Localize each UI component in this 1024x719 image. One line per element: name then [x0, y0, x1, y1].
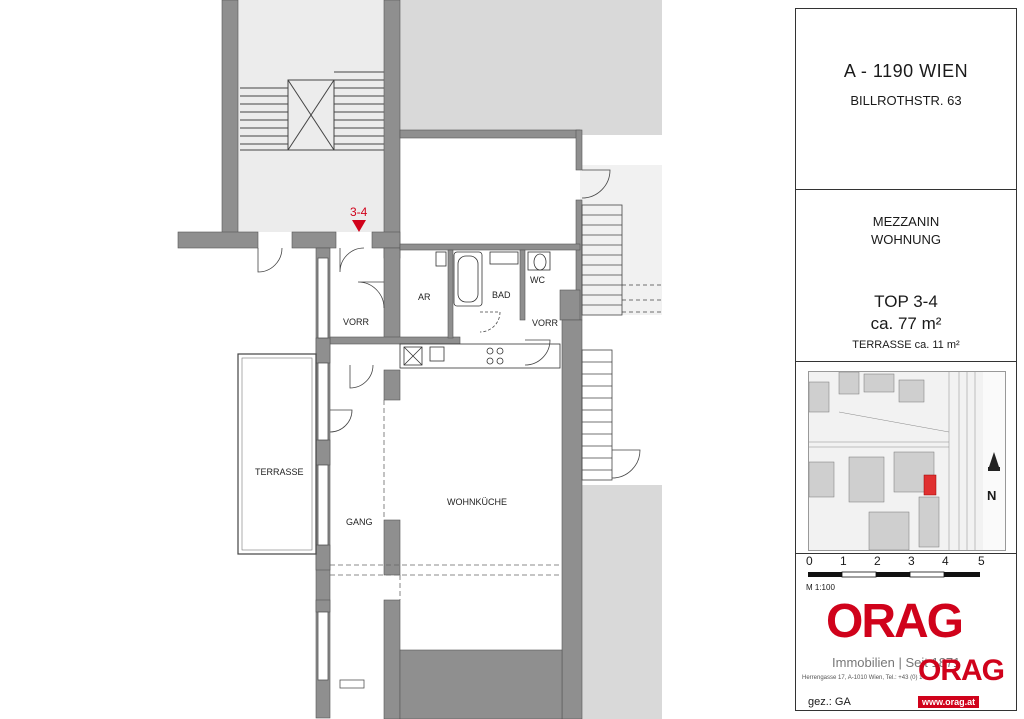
scale-tick: 3: [908, 554, 915, 568]
neighbor-area-bottom-right: [582, 485, 662, 719]
site-map: N: [808, 371, 1006, 551]
windows: [317, 257, 365, 689]
room-label-gang: GANG: [346, 517, 373, 527]
signature: gez.: GA: [808, 696, 851, 708]
scale-bar: 0 1 2 3 4 5: [806, 554, 1006, 594]
address-city: A - 1190 WIEN: [843, 61, 969, 81]
scale-bar-graphic: [808, 571, 980, 578]
stairwell-steps: [240, 71, 384, 151]
unit-area: ca. 77 m²: [870, 314, 942, 333]
divider: [796, 189, 1016, 190]
company-tagline: Immobilien | Seit 1871: [832, 655, 961, 670]
neighbor-area-right: [580, 165, 662, 315]
scale-label: M 1:100: [806, 583, 835, 592]
north-label: N: [987, 488, 997, 503]
divider: [796, 553, 1016, 554]
room-label-vorr-2: VORR: [532, 318, 559, 328]
room-label-wohnkueche: WOHNKÜCHE: [447, 497, 507, 507]
room-label-wc: WC: [530, 275, 545, 285]
scale-tick: 0: [806, 554, 813, 568]
bath-fixtures: [435, 251, 551, 307]
stamp-url: www.orag.at: [918, 696, 980, 708]
room-label-bad: BAD: [492, 290, 511, 300]
scale-tick: 4: [942, 554, 949, 568]
neighbor-area-top: [400, 0, 662, 135]
terrace-area: [237, 353, 317, 555]
dashed-lines: [330, 400, 560, 600]
floor-name: MEZZANIN: [872, 214, 940, 229]
unit-type: WOHNUNG: [870, 232, 942, 247]
divider: [796, 361, 1016, 362]
stamp-logo: ORAG: [918, 654, 1005, 687]
floor-plan: 3-4 AR BAD WC VORR VORR TERRASSE GANG WO…: [177, 0, 662, 719]
stamp: ORAG www.orag.at: [914, 654, 1014, 710]
room-label-vorr-1: VORR: [343, 317, 370, 327]
scale-tick: 5: [978, 554, 985, 568]
company-logo: ORAG: [826, 595, 964, 648]
entrance-marker-label: 3-4: [350, 205, 368, 219]
external-stairs: [581, 204, 662, 481]
scale-tick: 2: [874, 554, 881, 568]
unit-number: TOP 3-4: [874, 292, 938, 311]
terrace-area-text: TERRASSE ca. 11 m²: [852, 339, 960, 351]
stairwell: [238, 0, 384, 232]
company-address: Herrengasse 17, A-1010 Wien, Tel.: +43 (…: [802, 675, 930, 681]
entrance-marker-arrow: [352, 220, 366, 232]
room-label-ar: AR: [418, 292, 431, 302]
scale-tick: 1: [840, 554, 847, 568]
info-panel: A - 1190 WIEN BILLROTHSTR. 63 MEZZANIN W…: [795, 8, 1017, 711]
kitchen-counter: [399, 343, 561, 369]
walls: [177, 0, 583, 719]
doors: [257, 169, 641, 479]
address-street: BILLROTHSTR. 63: [850, 93, 962, 108]
room-label-terrasse: TERRASSE: [255, 467, 304, 477]
